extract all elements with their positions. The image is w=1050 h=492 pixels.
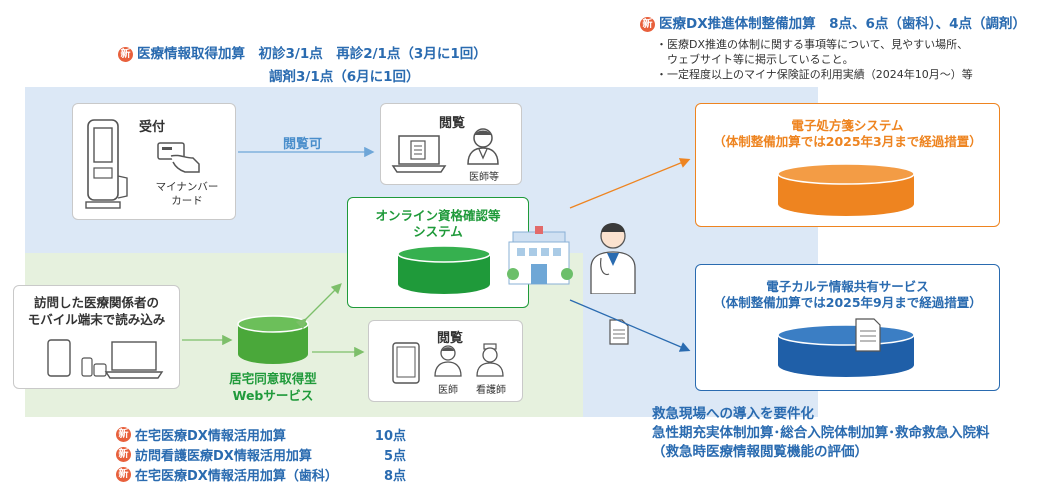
hospital-icon: [507, 226, 573, 285]
card-reader-icon: [85, 119, 128, 209]
ekarte-title: 電子カルテ情報共有サービス: [766, 279, 929, 294]
addon-points: 8点: [383, 468, 406, 484]
info-acquisition-line2: 調剤3/1点（6月に1回）: [269, 69, 420, 85]
reception-card: 受付 マイナンバー カード: [72, 103, 236, 220]
mobile-line2: モバイル端末で読み込み: [27, 312, 166, 327]
reception-title: 受付: [139, 120, 166, 135]
addon-name: 在宅医療DX情報活用加算: [135, 428, 286, 444]
viewer-top-title: 閲覧: [439, 116, 466, 131]
online-system-database-icon: [397, 245, 491, 294]
viewer-bottom-card: 閲覧 医師 看護師: [368, 320, 523, 402]
eprescription-title: 電子処方箋システム: [791, 118, 904, 133]
dx-promotion-title: 医療DX推進体制整備加算 8点、6点（歯科）、4点（調剤）: [659, 16, 1027, 32]
viewer-bottom-role1: 医師: [438, 385, 458, 396]
emergency-requirement: 救急現場への導入を要件化 急性期充実体制加算･総合入院体制加算･救命救急入院料 …: [652, 405, 1047, 462]
dx-bullet-3: ・一定程度以上のマイナ保険証の利用実績（2024年10月～）等: [656, 68, 973, 81]
addon-points: 5点: [383, 448, 406, 464]
new-badge: 新: [116, 446, 131, 462]
addon-row: 新 在宅医療DX情報活用加算（歯科） 8点: [116, 464, 406, 484]
online-system-title-2: システム: [413, 224, 463, 239]
viewer-bottom-role2: 看護師: [476, 385, 506, 396]
addon-name: 在宅医療DX情報活用加算（歯科）: [135, 468, 338, 484]
dx-bullet-2: ウェブサイト等に掲示していること。: [656, 53, 854, 66]
web-service-line2: Webサービス: [232, 388, 314, 403]
viewer-top-card: 閲覧 医師等: [380, 103, 522, 185]
eprescription-note: （体制整備加算では2025年3月まで経過措置）: [713, 134, 982, 149]
new-badge: 新: [116, 466, 131, 482]
new-badge: 新: [640, 16, 655, 32]
online-system-card: オンライン資格確認等 システム: [347, 197, 529, 308]
new-badge: 新: [116, 426, 131, 442]
mobile-devices-icon: [47, 339, 164, 379]
info-acquisition-addon: 新医療情報取得加算 初診3/1点 再診2/1点（3月に1回） 調剤3/1点（6月…: [118, 42, 558, 85]
my-number-card-label-2: カード: [171, 195, 203, 207]
info-acquisition-line1: 医療情報取得加算 初診3/1点 再診2/1点（3月に1回）: [137, 46, 487, 62]
ekarte-database-icon: [777, 318, 915, 377]
view-permitted-label: 閲覧可: [283, 137, 323, 152]
dx-promotion-addon: 新医療DX推進体制整備加算 8点、6点（歯科）、4点（調剤） ・医療DX推進の体…: [640, 12, 1045, 82]
addon-row: 新 訪問看護医療DX情報活用加算 5点: [116, 444, 406, 464]
addon-row: 新 在宅医療DX情報活用加算 10点: [116, 424, 406, 444]
my-number-card-label-1: マイナンバー: [155, 181, 219, 193]
addon-points: 10点: [374, 428, 406, 444]
emergency-line2: 急性期充実体制加算･総合入院体制加算･救命救急入院料: [652, 425, 990, 441]
viewer-bottom-title: 閲覧: [437, 331, 464, 346]
online-system-title-1: オンライン資格確認等: [375, 208, 501, 223]
tablet-icon: [392, 342, 420, 384]
eprescription-database-icon: [777, 163, 915, 216]
dx-bullet-1: ・医療DX推進の体制に関する事項等について、見やすい場所、: [656, 38, 969, 51]
nurse-icon: [476, 343, 504, 377]
hand-card-icon: [157, 142, 200, 173]
arrow-online-to-eprescription: [569, 158, 691, 209]
laptop-icon: [391, 135, 447, 173]
arrow-web-online: [295, 283, 342, 330]
doctor-figure-icon: [590, 223, 636, 294]
new-badge: 新: [118, 46, 133, 62]
web-service-database-icon: [237, 315, 309, 364]
document-icon: [609, 319, 629, 345]
eprescription-card: 電子処方箋システム （体制整備加算では2025年3月まで経過措置）: [695, 103, 1000, 227]
addon-name: 訪問看護医療DX情報活用加算: [135, 448, 312, 464]
viewer-top-role: 医師等: [469, 172, 499, 183]
emergency-line3: （救急時医療情報閲覧機能の評価）: [652, 444, 868, 460]
doctor-icon: [434, 345, 462, 377]
arrow-online-to-ekarte: [569, 299, 691, 352]
web-service-line1: 居宅同意取得型: [229, 371, 317, 386]
emergency-line1: 救急現場への導入を要件化: [652, 406, 814, 422]
home-care-addons: 新 在宅医療DX情報活用加算 10点 新 訪問看護医療DX情報活用加算 5点 新…: [116, 424, 406, 484]
ekarte-card: 電子カルテ情報共有サービス （体制整備加算では2025年9月まで経過措置）: [695, 264, 1000, 391]
mobile-line1: 訪問した医療関係者の: [33, 295, 159, 310]
doctor-icon: [467, 128, 499, 165]
mobile-reading-card: 訪問した医療関係者の モバイル端末で読み込み: [13, 285, 180, 389]
ekarte-note: （体制整備加算では2025年9月まで経過措置）: [713, 295, 982, 310]
